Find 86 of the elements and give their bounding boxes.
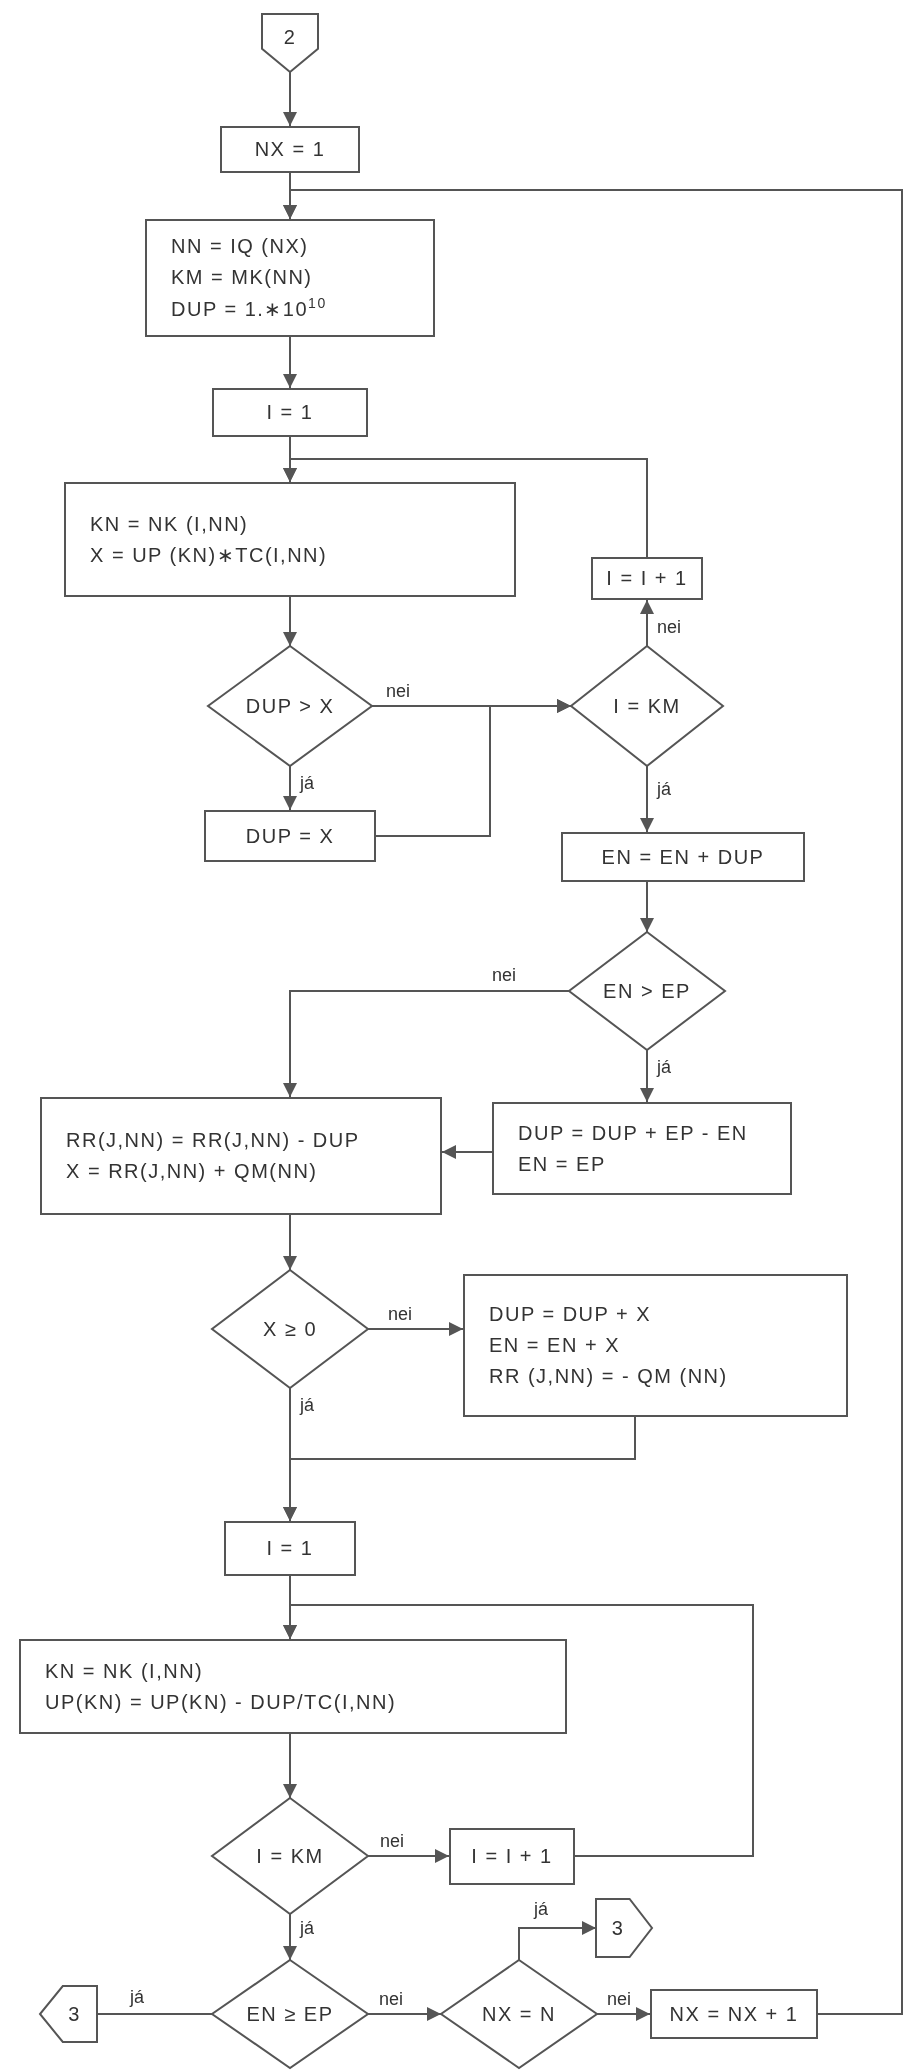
edge-label: já <box>655 780 673 800</box>
arrow <box>367 2007 442 2021</box>
process-box <box>145 219 435 337</box>
node-text: DUP > X <box>245 693 335 719</box>
node-text: X = RR(J,NN) + QM(NN) <box>66 1159 318 1184</box>
process-box <box>19 1639 567 1734</box>
node-text: X ≥ 0 <box>262 1316 318 1342</box>
decision-diamond <box>212 1270 368 1388</box>
node-text: RR (J,NN) = - QM (NN) <box>489 1364 728 1389</box>
arrow <box>283 336 297 389</box>
node-text: EN = EN + X <box>489 1333 620 1358</box>
node-text: EN > EP <box>603 978 691 1004</box>
node-text: DUP = DUP + X <box>489 1302 652 1327</box>
arrow <box>283 189 903 2015</box>
arrow <box>283 1416 636 1522</box>
node-text: 3 <box>68 2001 81 2027</box>
process-box <box>463 1274 848 1417</box>
decision-diamond <box>208 646 372 766</box>
arrow <box>367 1849 450 1863</box>
node-text: NX = N <box>482 2001 556 2027</box>
node-text: NN = IQ (NX) <box>171 234 309 260</box>
arrow <box>283 1214 297 1271</box>
decision-diamond <box>571 646 723 766</box>
node-text: EN = EP <box>518 1151 606 1177</box>
arrow <box>283 1604 754 1857</box>
off-page-connector <box>262 14 318 72</box>
decision-diamond <box>212 1960 368 2068</box>
node-text: KN = NK (I,NN) <box>90 511 249 537</box>
process-box <box>591 557 703 600</box>
process-box <box>204 810 376 862</box>
process-box <box>64 482 516 597</box>
node-text: 3 <box>611 1915 625 1941</box>
arrow <box>283 990 570 1098</box>
arrow <box>367 1322 464 1336</box>
arrow <box>283 71 297 127</box>
arrow <box>283 1733 297 1799</box>
node-text: I = KM <box>256 1843 324 1869</box>
arrow <box>640 881 654 933</box>
arrow <box>640 765 654 833</box>
arrow <box>640 1049 654 1103</box>
process-box <box>449 1828 575 1885</box>
node-text: NX = NX + 1 <box>669 2001 799 2027</box>
off-page-connector <box>40 1986 97 2042</box>
node-text: DUP = DUP + EP - EN <box>518 1120 748 1146</box>
node-text: 2 <box>283 24 297 50</box>
node-text: I = I + 1 <box>606 566 688 591</box>
arrow <box>596 2007 651 2021</box>
arrow <box>283 765 297 811</box>
node-text: EN = EN + DUP <box>601 844 765 870</box>
process-box <box>561 832 805 882</box>
node-text: NX = 1 <box>254 137 326 162</box>
decision-diamond <box>569 932 725 1050</box>
node-text: EN ≥ EP <box>246 2001 334 2027</box>
node-text: KM = MK(NN) <box>171 265 313 291</box>
node-text: DUP = X <box>245 823 335 849</box>
node-text: I = I + 1 <box>471 1844 553 1869</box>
decision-diamond <box>212 1798 368 1914</box>
process-box <box>650 1989 818 2039</box>
arrow <box>518 1921 597 1961</box>
arrow <box>441 1145 493 1159</box>
arrow <box>283 458 648 558</box>
node-text: X = UP (KN)∗TC(I,NN) <box>90 542 328 568</box>
arrow <box>283 1913 297 1961</box>
edge-label: já <box>298 774 316 794</box>
edge-label: já <box>655 1058 673 1078</box>
decision-diamond <box>441 1960 597 2068</box>
node-text: I = KM <box>613 693 681 719</box>
process-box <box>212 388 368 437</box>
arrow <box>283 596 297 647</box>
edge-label: já <box>298 1396 316 1416</box>
node-text: DUP = 1.∗10$^{10}$ <box>171 294 327 322</box>
off-page-connector <box>596 1899 652 1957</box>
edge-label: já <box>532 1900 550 1920</box>
node-text: RR(J,NN) = RR(J,NN) - DUP <box>66 1128 360 1153</box>
process-box <box>224 1521 356 1576</box>
arrow <box>640 599 654 647</box>
process-box <box>492 1102 792 1195</box>
edge-label: já <box>298 1919 316 1939</box>
arrow <box>375 699 572 837</box>
process-box <box>40 1097 442 1215</box>
node-text: KN = NK (I,NN) <box>45 1658 204 1684</box>
process-box <box>220 126 360 173</box>
node-text: UP(KN) = UP(KN) - DUP/TC(I,NN) <box>45 1689 397 1715</box>
node-text: I = 1 <box>266 400 314 425</box>
edge-label: já <box>128 1988 146 2008</box>
node-text: I = 1 <box>266 1536 314 1561</box>
